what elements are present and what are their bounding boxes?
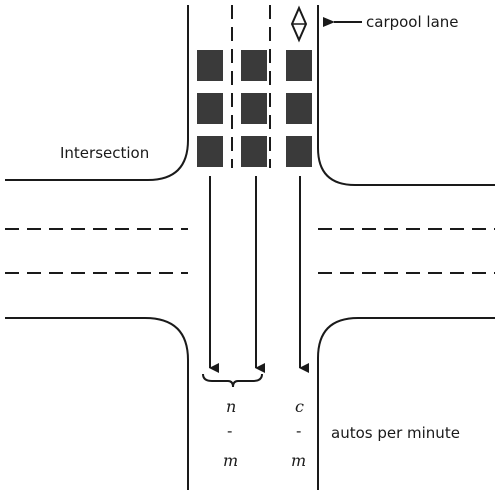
- carpool-diamond-icon: [290, 5, 308, 43]
- cars-lane-1: [197, 50, 223, 167]
- car: [241, 136, 267, 167]
- car: [241, 93, 267, 124]
- car: [197, 93, 223, 124]
- lane-dividers: [5, 5, 495, 274]
- curb-bottom-left: [5, 317, 189, 490]
- car: [286, 50, 312, 81]
- cars-carpool-lane: [286, 50, 312, 167]
- intersection-label: Intersection: [60, 144, 149, 162]
- curb-top-left: [5, 5, 189, 181]
- rate-unit-label: autos per minute: [331, 424, 460, 442]
- car: [197, 50, 223, 81]
- flow-arrows: [209, 176, 309, 373]
- car: [241, 50, 267, 81]
- regular-lanes-brace: [202, 373, 263, 388]
- car: [286, 93, 312, 124]
- car: [197, 136, 223, 167]
- carpool-flow-numerator: c: [295, 397, 304, 416]
- curb-bottom-right: [317, 317, 495, 490]
- cars-lane-2: [241, 50, 267, 167]
- regular-flow-numerator: n: [226, 397, 236, 416]
- carpool-flow-denominator: m: [291, 451, 306, 470]
- road-edges: [5, 5, 495, 490]
- curb-top-right: [317, 5, 495, 186]
- car: [286, 136, 312, 167]
- carpool-flow-bar: -: [296, 422, 301, 440]
- carpool-lane-label: carpool lane: [366, 13, 459, 31]
- regular-flow-denominator: m: [223, 451, 238, 470]
- regular-flow-bar: -: [227, 422, 232, 440]
